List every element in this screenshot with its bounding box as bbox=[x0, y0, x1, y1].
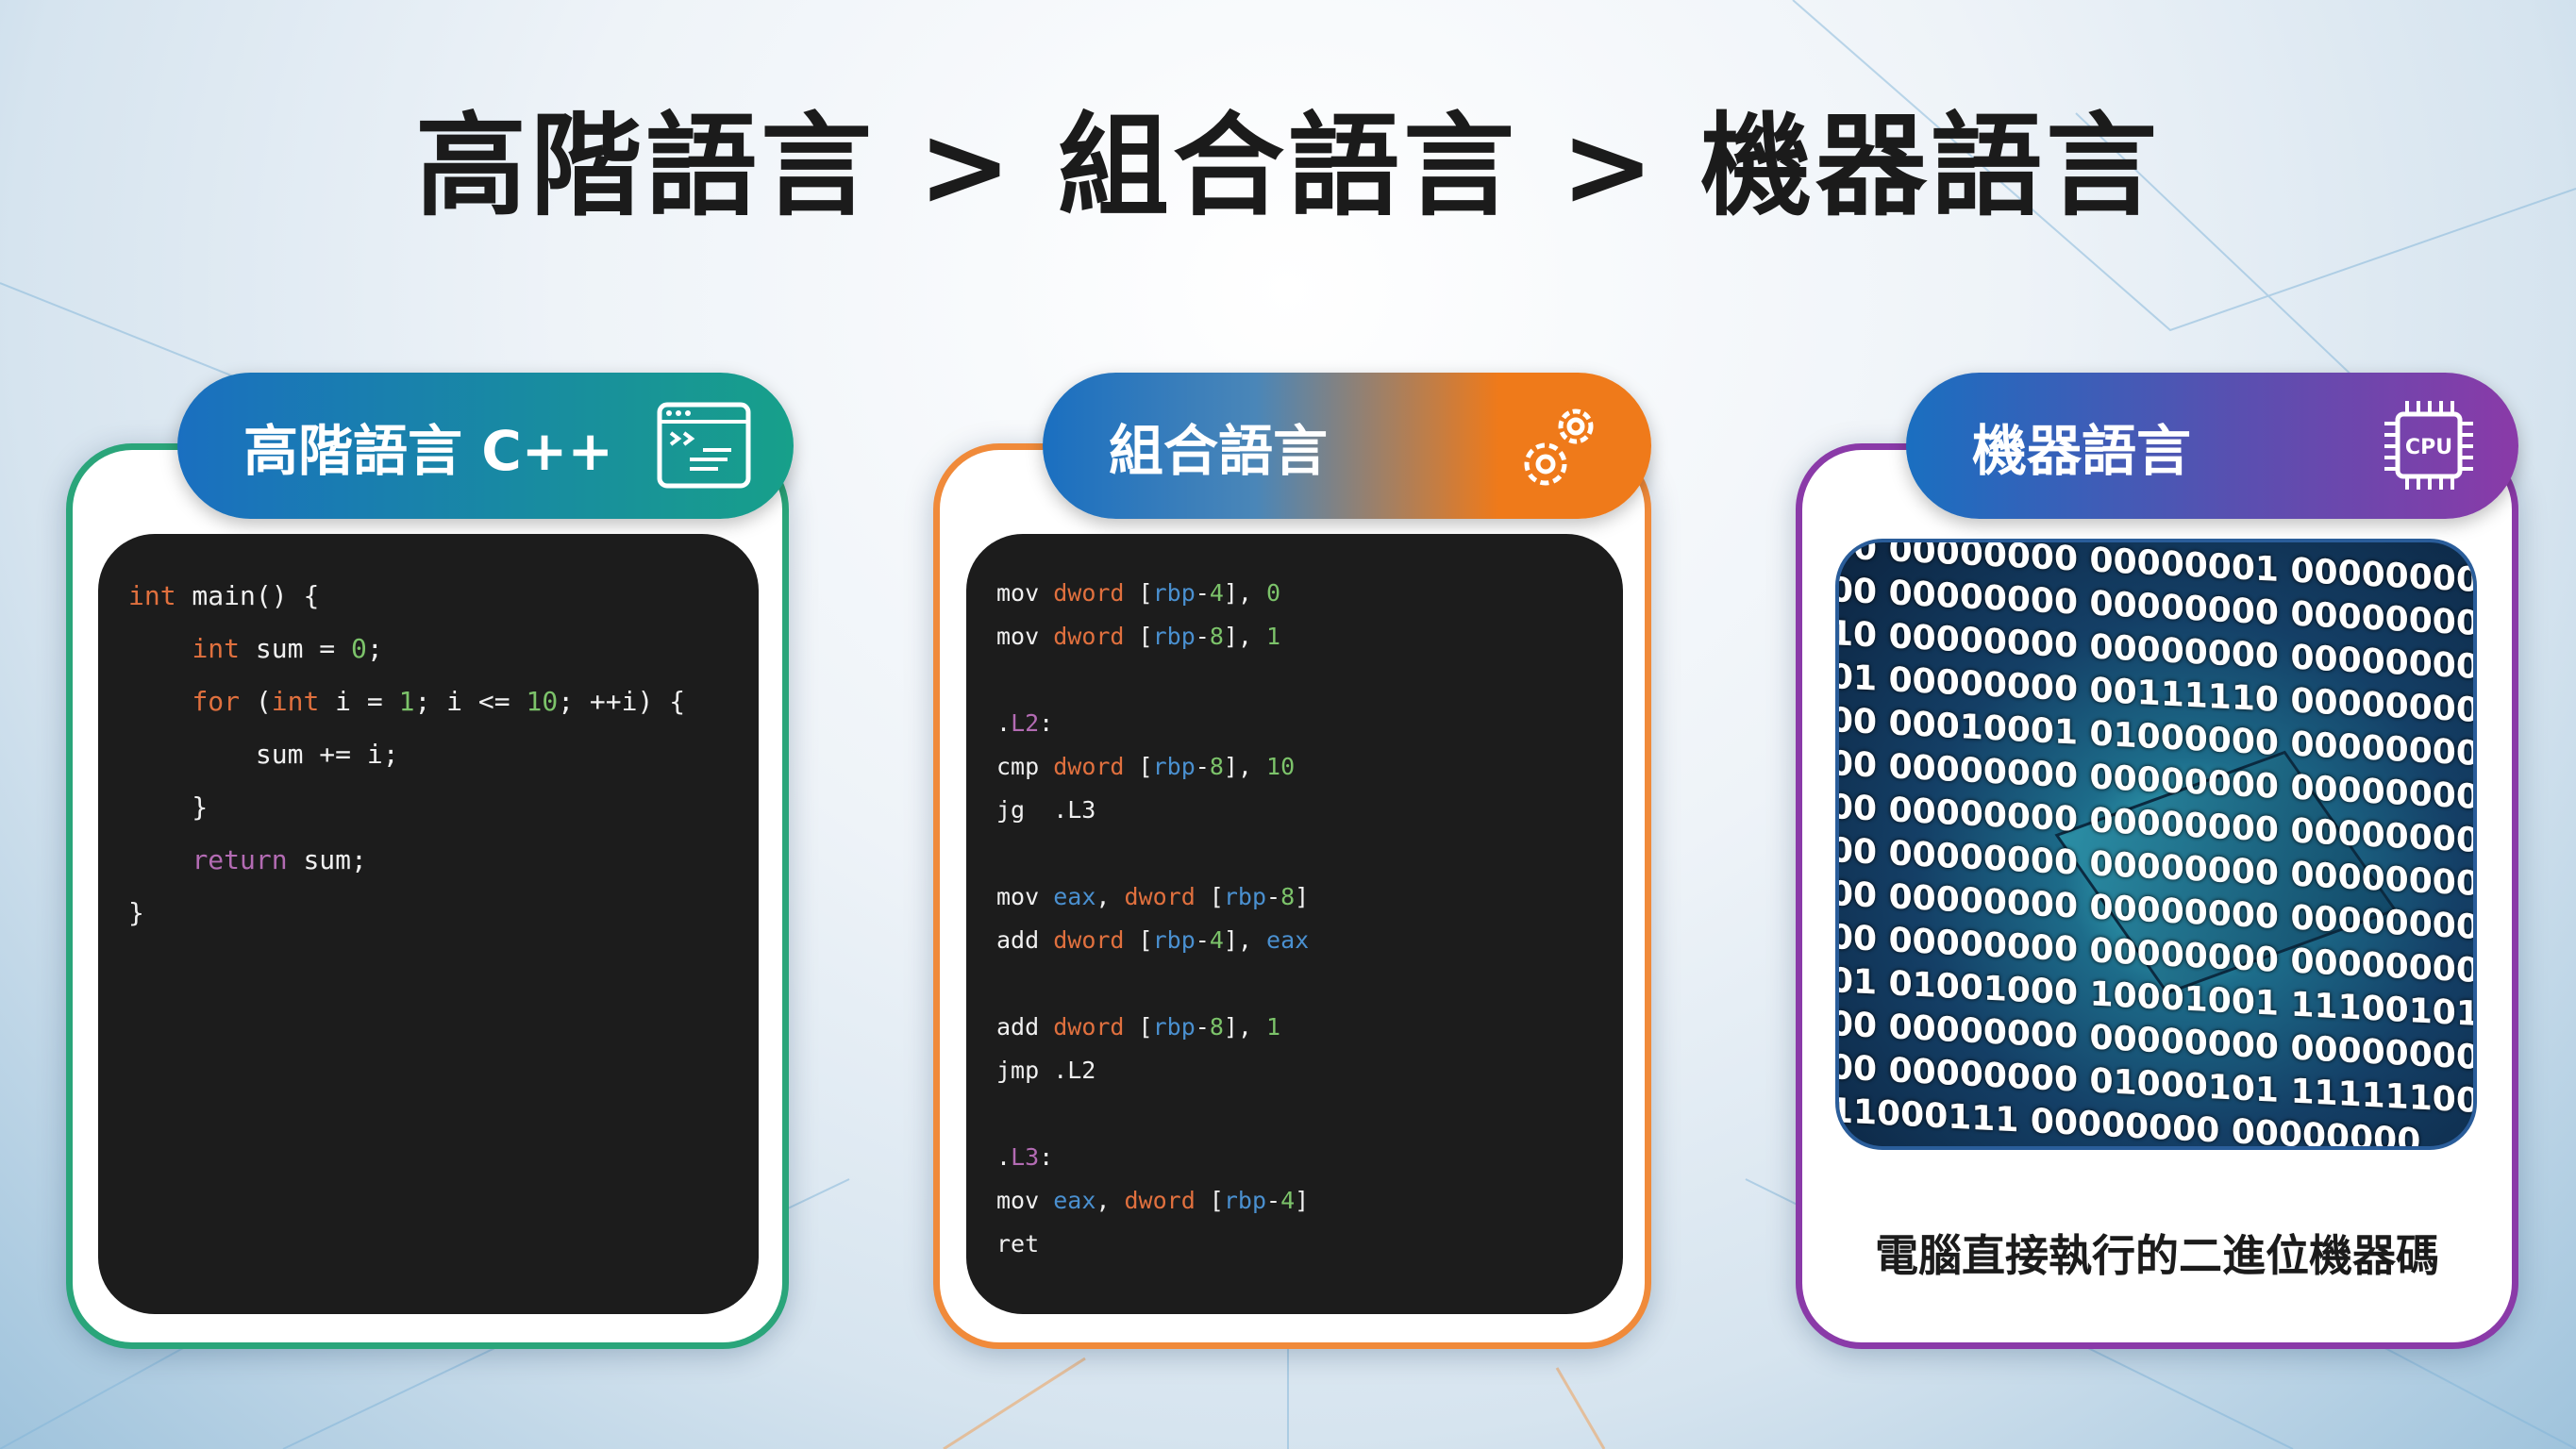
code-line: for (int i = 1; i <= 10; ++i) { bbox=[192, 686, 686, 717]
code-line: mov eax, dword [rbp-4] bbox=[996, 1187, 1310, 1214]
cpp-card-header: 高階語言 C++ bbox=[177, 373, 794, 519]
code-line: mov eax, dword [rbp-8] bbox=[996, 883, 1310, 910]
gears-icon bbox=[1524, 408, 1594, 486]
code-line: add dword [rbp-8], 1 bbox=[996, 1013, 1281, 1041]
cpu-icon: CPU bbox=[2384, 401, 2473, 490]
assembly-card-header: 組合語言 bbox=[1043, 373, 1651, 519]
code-line: int main() { bbox=[128, 580, 320, 611]
cpu-icon-label: CPU bbox=[2405, 436, 2452, 459]
code-line: int sum = 0; bbox=[192, 633, 383, 664]
code-line: .L3: bbox=[996, 1143, 1054, 1171]
code-line: jg .L3 bbox=[996, 796, 1096, 824]
machine-code-card-title: 機器語言 bbox=[1972, 418, 2192, 483]
machine-code-card-header: 機器語言 CPU bbox=[1906, 373, 2518, 519]
code-line: add dword [rbp-4], eax bbox=[996, 926, 1310, 954]
cpp-card-title: 高階語言 C++ bbox=[243, 418, 613, 483]
code-line: .L2: bbox=[996, 709, 1054, 737]
cpp-code-panel: int main() { int sum = 0; for (int i = 1… bbox=[98, 534, 759, 1314]
code-window-icon bbox=[657, 402, 751, 489]
code-line: mov dword [rbp-4], 0 bbox=[996, 579, 1281, 607]
code-line: } bbox=[128, 791, 209, 823]
machine-code-caption: 電腦直接執行的二進位機器碼 bbox=[1875, 1230, 2439, 1281]
code-line: jmp .L2 bbox=[996, 1057, 1096, 1084]
code-line: sum += i; bbox=[128, 739, 399, 770]
code-line: mov dword [rbp-8], 1 bbox=[996, 623, 1281, 650]
code-line: return sum; bbox=[192, 844, 367, 875]
page-title: 高階語言 > 組合語言 > 機器語言 bbox=[414, 101, 2162, 231]
assembly-code-panel: mov dword [rbp-4], 0 mov dword [rbp-8], 1… bbox=[966, 534, 1623, 1314]
code-line: } bbox=[128, 897, 144, 928]
code-line: cmp dword [rbp-8], 10 bbox=[996, 753, 1296, 780]
code-line: ret bbox=[996, 1230, 1040, 1257]
assembly-card-title: 組合語言 bbox=[1109, 418, 1329, 483]
